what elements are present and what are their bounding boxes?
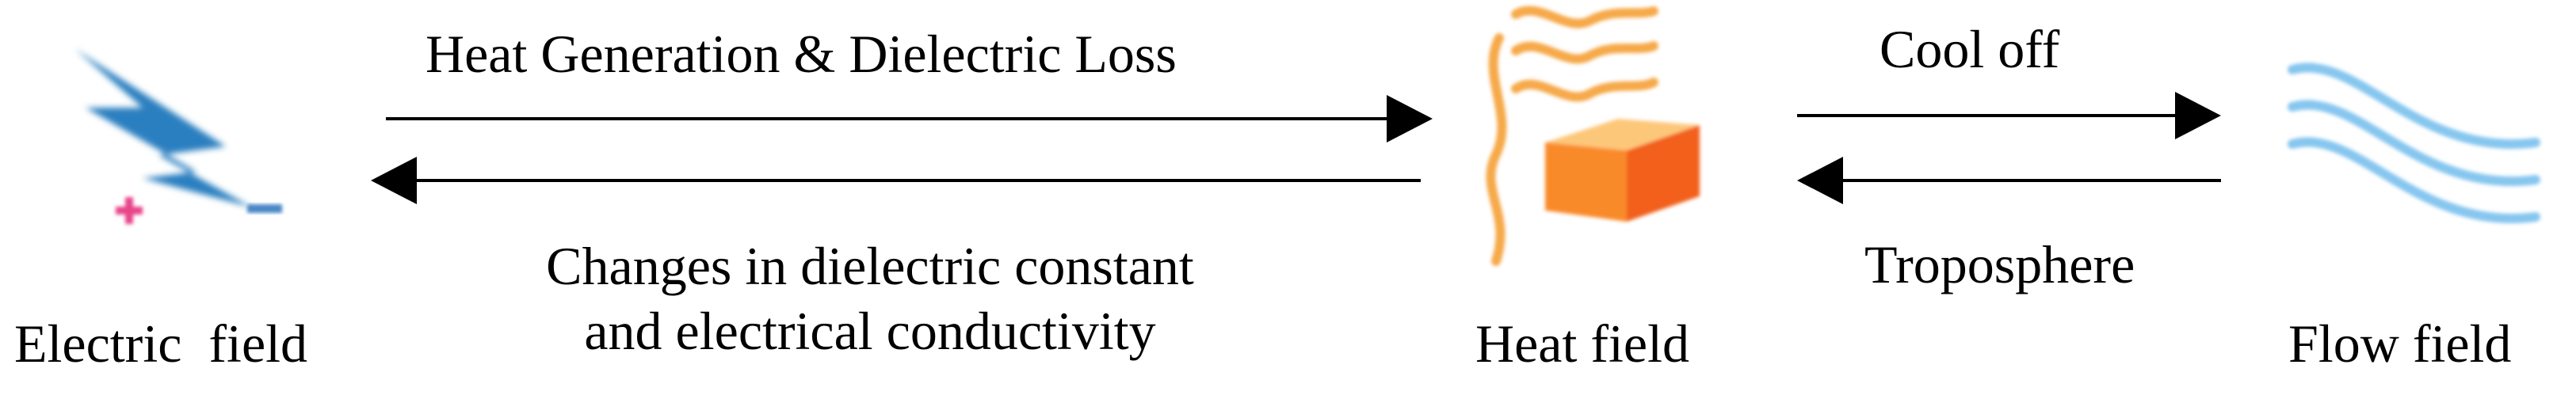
heat-wave-icon	[1511, 6, 1658, 28]
node-label-heat-field: Heat field	[1475, 313, 1689, 374]
heated-block-icon	[1486, 6, 1700, 266]
node-label-flow-field: Flow field	[2288, 313, 2512, 374]
minus-sign-icon	[247, 204, 282, 213]
flow-waves-icon	[2288, 63, 2540, 223]
edge-label-dielectric-changes: Changes in dielectric constant and elect…	[442, 234, 1298, 363]
node-label-electric-field: Electric field	[14, 313, 308, 374]
heat-wave-icon	[1511, 78, 1658, 102]
edge-label-cool-off: Cool off	[1880, 19, 2060, 79]
lightning-bolt-icon	[75, 49, 282, 224]
edge-label-heat-generation: Heat Generation & Dielectric Loss	[426, 24, 1177, 84]
heat-wave-icon	[1486, 33, 1507, 266]
arrow-heat-to-electric	[371, 157, 1421, 204]
arrow-flow-to-heat	[1797, 157, 2221, 204]
arrow-electric-to-heat	[386, 95, 1433, 142]
edge-label-troposphere: Troposphere	[1864, 234, 2135, 294]
edge-label-line: and electrical conductivity	[584, 300, 1156, 361]
arrow-heat-to-flow	[1797, 92, 2221, 139]
edge-label-line: Changes in dielectric constant	[546, 236, 1194, 296]
heat-wave-icon	[1511, 41, 1658, 64]
plus-sign-icon	[116, 197, 143, 224]
